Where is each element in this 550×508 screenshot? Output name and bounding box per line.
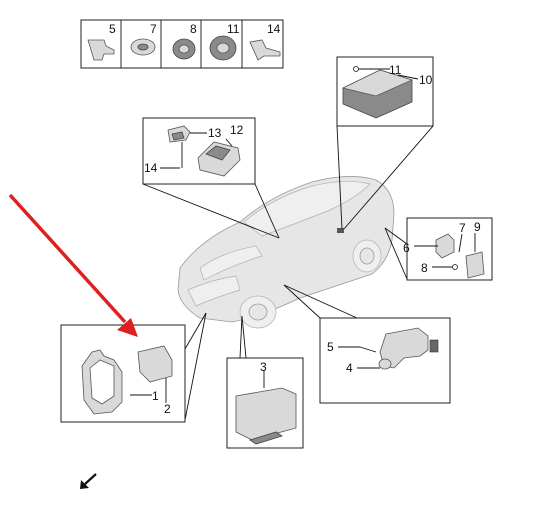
screw-part <box>249 39 281 61</box>
callout-6: 6 <box>403 241 410 255</box>
callout-5: 5 <box>109 22 116 36</box>
side-sensor-box: 5 4 <box>319 317 451 404</box>
callout-11: 11 <box>227 22 240 36</box>
grommet-part <box>209 35 237 61</box>
callout-12: 12 <box>230 123 244 137</box>
callout-14: 14 <box>267 22 281 36</box>
callout-13: 13 <box>208 126 222 140</box>
callout-8: 8 <box>190 22 197 36</box>
leader-lines <box>142 125 434 421</box>
camera-module-box: 13 12 14 <box>142 117 256 185</box>
rear-sensor-box: 6 7 9 8 <box>403 217 493 281</box>
fastener-strip: 5 7 8 11 14 <box>80 19 284 69</box>
callout-10: 10 <box>419 73 433 87</box>
front-radar-box: 1 2 <box>60 324 186 423</box>
vehicle-illustration <box>177 176 395 329</box>
screw-part <box>87 39 115 61</box>
back-arrow-icon[interactable] <box>80 473 97 489</box>
callout-14: 14 <box>144 161 158 175</box>
callout-9: 9 <box>474 220 481 234</box>
callout-11: 11 <box>389 63 402 77</box>
callout-3: 3 <box>260 360 267 374</box>
control-module-box: 11 10 <box>336 56 434 127</box>
callout-4: 4 <box>346 361 353 375</box>
clip-part <box>130 38 156 56</box>
arrow-pointer-icon <box>8 193 138 337</box>
callout-1: 1 <box>152 389 159 403</box>
callout-2: 2 <box>164 402 171 416</box>
callout-5: 5 <box>327 340 334 354</box>
under-module-box: 3 <box>226 357 304 449</box>
grommet-part <box>172 38 196 60</box>
callout-8: 8 <box>421 261 428 275</box>
callout-7: 7 <box>459 221 466 235</box>
callout-7: 7 <box>150 22 157 36</box>
